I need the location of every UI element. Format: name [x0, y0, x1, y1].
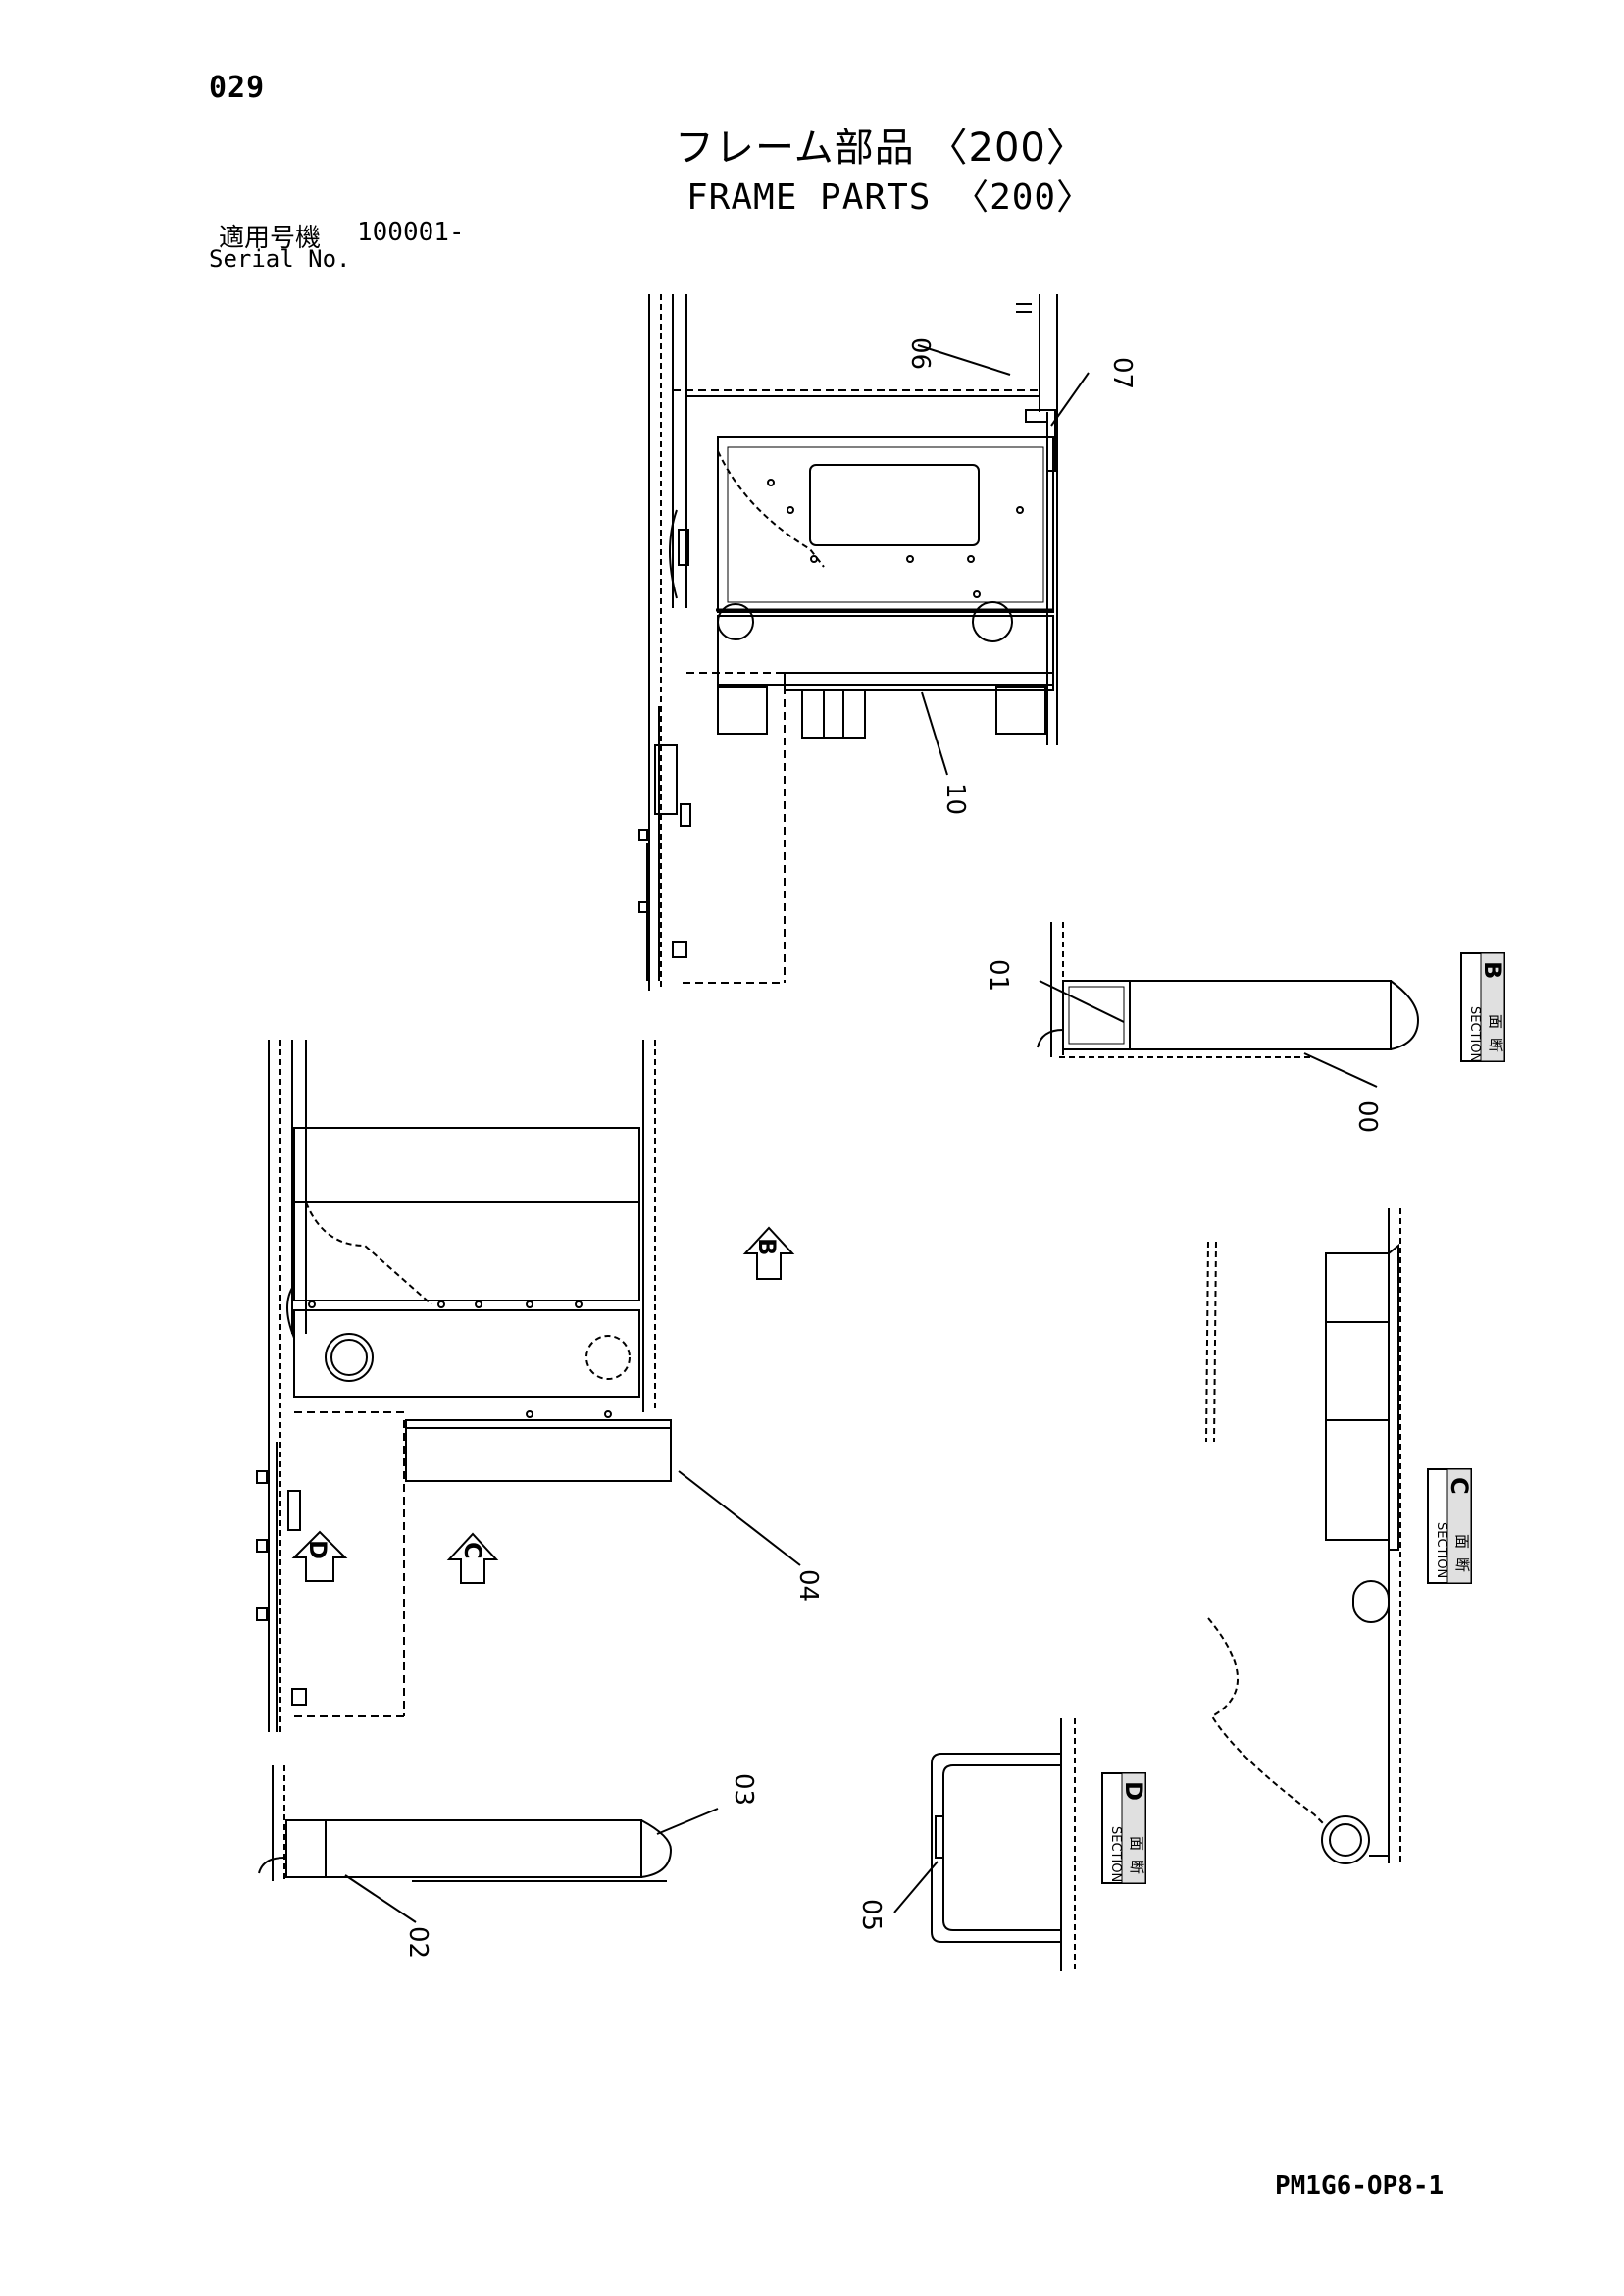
section-d-label: D SECTION 断 面 [1101, 1772, 1147, 1884]
view-marker-c-letter: C [459, 1542, 486, 1559]
top-assembly-view [638, 294, 1058, 991]
svg-text:断: 断 [1487, 1038, 1504, 1052]
leader-03 [656, 1808, 719, 1835]
callout-00: 00 [1352, 1100, 1382, 1133]
svg-text:B: B [1479, 961, 1506, 979]
view-marker-b-arrow [742, 1226, 795, 1280]
leader-02 [344, 1874, 417, 1923]
serial-label-japanese: 適用号機 [219, 224, 322, 253]
serial-number-value: 100001- [357, 218, 465, 247]
leader-07 [1050, 372, 1090, 427]
callout-05: 05 [856, 1899, 886, 1931]
callout-04: 04 [793, 1569, 823, 1602]
callout-01: 01 [984, 959, 1013, 992]
view-marker-c-arrow [446, 1532, 499, 1584]
svg-text:面: 面 [1453, 1534, 1471, 1549]
callout-07: 07 [1107, 357, 1137, 389]
callout-02: 02 [403, 1926, 432, 1959]
leader-10 [921, 691, 948, 776]
svg-text:断: 断 [1128, 1860, 1145, 1874]
section-b-detail [1037, 922, 1420, 1058]
bottom-left-detail [258, 1765, 673, 1882]
leader-01 [1039, 980, 1125, 1023]
svg-text:断: 断 [1453, 1557, 1471, 1572]
section-b-label: B SECTION 断 面 [1460, 952, 1506, 1062]
leader-05 [893, 1861, 939, 1913]
callout-06: 06 [905, 337, 935, 370]
section-d-detail [931, 1718, 1076, 1971]
view-marker-d-arrow [291, 1530, 348, 1582]
page-title-english: FRAME PARTS 〈200〉 [686, 178, 1093, 218]
svg-text:面: 面 [1128, 1836, 1145, 1851]
leader-04 [678, 1470, 801, 1566]
view-marker-b-letter: B [753, 1238, 781, 1255]
callout-10: 10 [940, 783, 970, 815]
callout-03: 03 [729, 1773, 758, 1806]
page-number: 029 [209, 71, 266, 105]
leader-00 [1303, 1052, 1378, 1088]
svg-text:SECTION: SECTION [1434, 1522, 1448, 1578]
serial-label-english: Serial No. [209, 245, 351, 273]
svg-text:SECTION: SECTION [1108, 1826, 1123, 1882]
middle-assembly-view [256, 1040, 672, 1732]
document-code: PM1G6-OP8-1 [1275, 2171, 1445, 2201]
page-title-japanese: フレーム部品 〈200〉 [675, 126, 1087, 171]
leader-06 [917, 344, 1011, 376]
svg-text:面: 面 [1487, 1014, 1504, 1029]
section-c-label: C SECTION 断 面 [1427, 1468, 1473, 1584]
svg-text:SECTION: SECTION [1467, 1006, 1482, 1062]
svg-text:C: C [1446, 1477, 1473, 1495]
section-c-detail [1205, 1208, 1401, 1864]
svg-text:D: D [1120, 1781, 1147, 1801]
view-marker-d-letter: D [304, 1540, 331, 1559]
